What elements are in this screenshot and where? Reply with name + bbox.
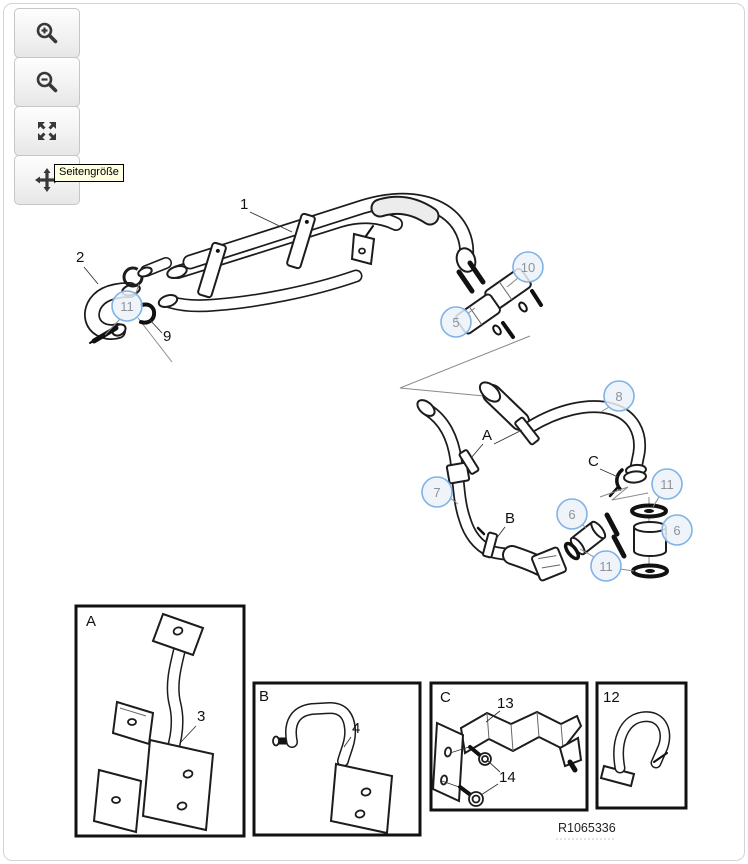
callout-7[interactable]: 7 <box>421 476 459 508</box>
pipe-clamp <box>286 212 316 270</box>
svg-text:5: 5 <box>452 315 459 330</box>
callout-5[interactable]: 5 <box>440 306 476 338</box>
washer-11-lower <box>631 563 669 579</box>
washer-11-upper <box>630 503 668 519</box>
svg-text:8: 8 <box>615 389 622 404</box>
callout-11-bottom[interactable]: 11 <box>579 548 635 582</box>
svg-text:C: C <box>440 689 451 706</box>
detail-box-b: B 4 <box>252 681 422 837</box>
svg-text:4: 4 <box>352 720 360 737</box>
label-clamp-a: A <box>470 427 523 459</box>
pipe-7 <box>416 399 567 582</box>
mount-stack <box>563 486 669 579</box>
svg-text:7: 7 <box>433 485 440 500</box>
svg-text:1: 1 <box>240 196 248 213</box>
bracket-13 <box>431 710 583 803</box>
bushing-6-right <box>633 521 667 557</box>
label-part-2: 2 <box>76 249 99 285</box>
svg-text:A: A <box>86 613 96 630</box>
svg-text:10: 10 <box>521 260 535 275</box>
callout-6-right[interactable]: 6 <box>661 514 693 546</box>
label-part-13: 13 <box>485 695 514 723</box>
svg-text:12: 12 <box>603 689 620 706</box>
magnifier-plus-icon <box>36 22 58 44</box>
svg-text:11: 11 <box>599 559 613 574</box>
coupler-sleeves-group <box>399 260 543 397</box>
clamp-12 <box>599 711 671 788</box>
bracket-3 <box>92 612 215 834</box>
callout-11-right[interactable]: 11 <box>651 468 683 508</box>
svg-text:11: 11 <box>660 477 674 492</box>
callout-6-mid[interactable]: 6 <box>556 498 588 530</box>
callout-8[interactable]: 8 <box>600 380 635 413</box>
reference-code: R1065336 <box>558 821 616 835</box>
o-ring <box>122 266 144 288</box>
label-clamp-c: C <box>588 453 619 478</box>
svg-text:3: 3 <box>197 708 205 725</box>
zoom-in-button[interactable] <box>14 8 80 58</box>
zoom-out-button[interactable] <box>14 57 80 107</box>
label-part-1: 1 <box>240 196 293 233</box>
pipe-assembly-1 <box>137 192 477 363</box>
detail-box-a: A 3 <box>74 604 246 838</box>
svg-text:6: 6 <box>673 523 680 538</box>
bushing-6-mid <box>569 520 607 556</box>
bracket-4 <box>272 702 394 835</box>
svg-text:2: 2 <box>76 249 84 266</box>
bolts-14 <box>441 745 492 807</box>
detail-box-c: C 13 14 <box>429 681 589 812</box>
svg-text:B: B <box>259 688 269 705</box>
label-part-9: 9 <box>149 319 171 345</box>
svg-text:A: A <box>482 427 492 444</box>
tooltip: Seitengröße <box>54 164 124 182</box>
label-part-14: 14 <box>480 760 516 796</box>
label-part-3: 3 <box>180 708 205 743</box>
svg-text:14: 14 <box>499 769 516 786</box>
pipe-clamp <box>197 241 227 299</box>
svg-text:C: C <box>588 453 599 470</box>
svg-text:6: 6 <box>568 507 575 522</box>
svg-text:B: B <box>505 510 515 527</box>
magnifier-minus-icon <box>36 71 58 93</box>
callout-10[interactable]: 10 <box>506 251 544 288</box>
thin-washer <box>563 541 581 561</box>
move-cross-icon <box>35 168 59 192</box>
svg-text:11: 11 <box>120 299 134 314</box>
svg-text:9: 9 <box>163 328 171 345</box>
expand-arrows-icon <box>38 122 56 140</box>
clip-9 <box>139 302 157 325</box>
callout-11-top[interactable]: 11 <box>104 283 143 336</box>
fit-screen-button[interactable] <box>14 106 80 156</box>
detail-box-12: 12 <box>595 681 688 810</box>
label-clamp-b: B <box>495 510 515 540</box>
label-part-4: 4 <box>343 720 360 748</box>
svg-text:13: 13 <box>497 695 514 712</box>
